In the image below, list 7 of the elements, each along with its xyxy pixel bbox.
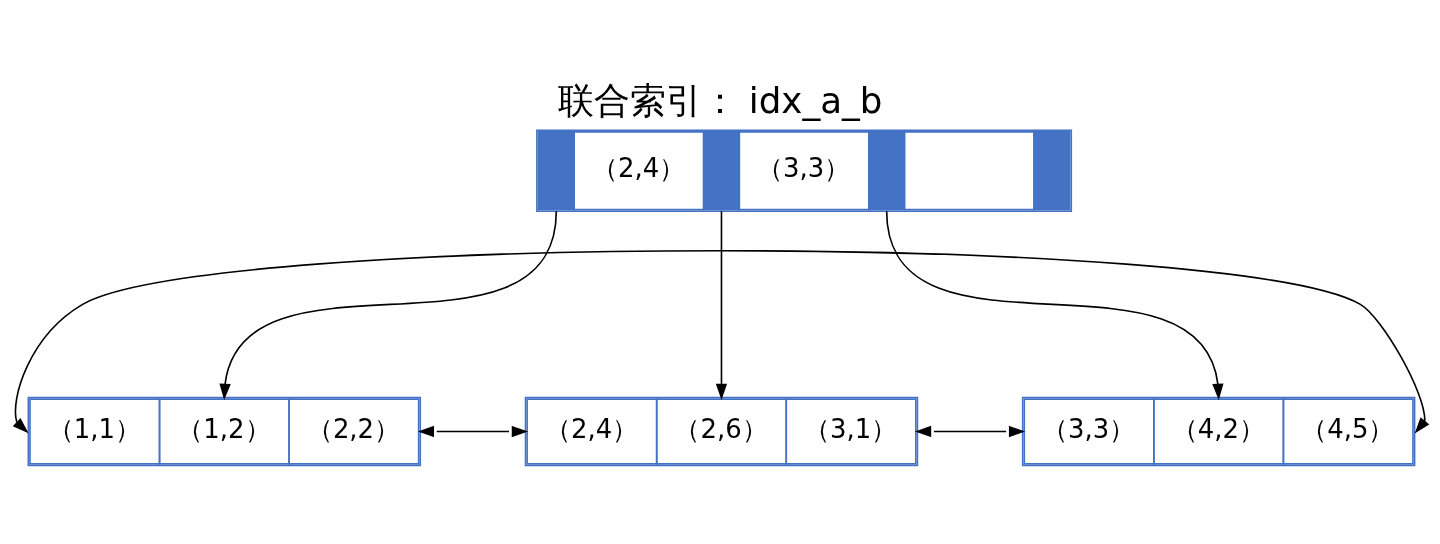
arrow (715, 210, 728, 400)
arrow (219, 210, 558, 400)
diagram-title: 联合索引： idx_a_b (557, 80, 883, 122)
arrow (12, 249, 1430, 434)
arrow (914, 425, 1026, 438)
arrow (885, 210, 1224, 400)
arrow (417, 425, 528, 438)
